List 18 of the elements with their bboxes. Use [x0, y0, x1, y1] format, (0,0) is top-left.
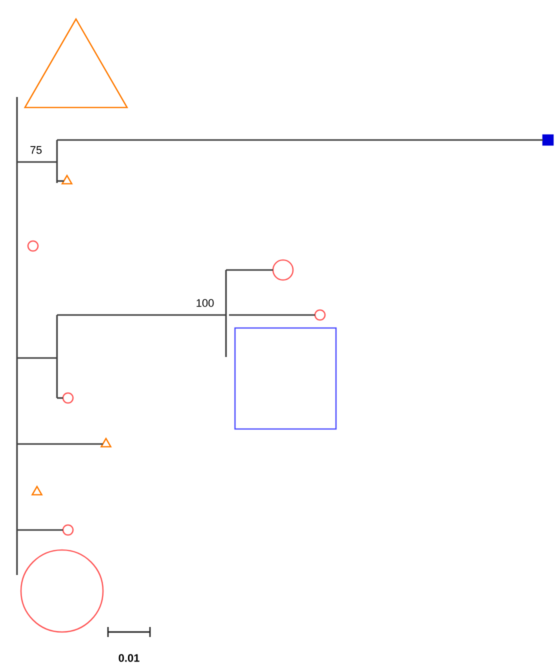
- scale-label: 0.01: [118, 654, 140, 662]
- circle-marker: [62, 524, 74, 536]
- circle-marker: [20, 549, 104, 633]
- branch-line: [57, 180, 64, 182]
- bootstrap-value: 100: [196, 299, 214, 307]
- bootstrap-value: 75: [30, 146, 42, 154]
- branch-line: [226, 269, 273, 271]
- circle-marker: [272, 259, 294, 281]
- branch-line: [57, 139, 543, 141]
- branch-line: [229, 314, 315, 316]
- square-marker: [542, 134, 554, 146]
- branch-line: [17, 443, 103, 445]
- branch-line: [57, 397, 63, 399]
- branch-line: [17, 529, 63, 531]
- square-marker: [234, 327, 337, 430]
- circle-marker: [62, 392, 74, 404]
- circle-marker: [27, 240, 39, 252]
- circle-marker: [314, 309, 326, 321]
